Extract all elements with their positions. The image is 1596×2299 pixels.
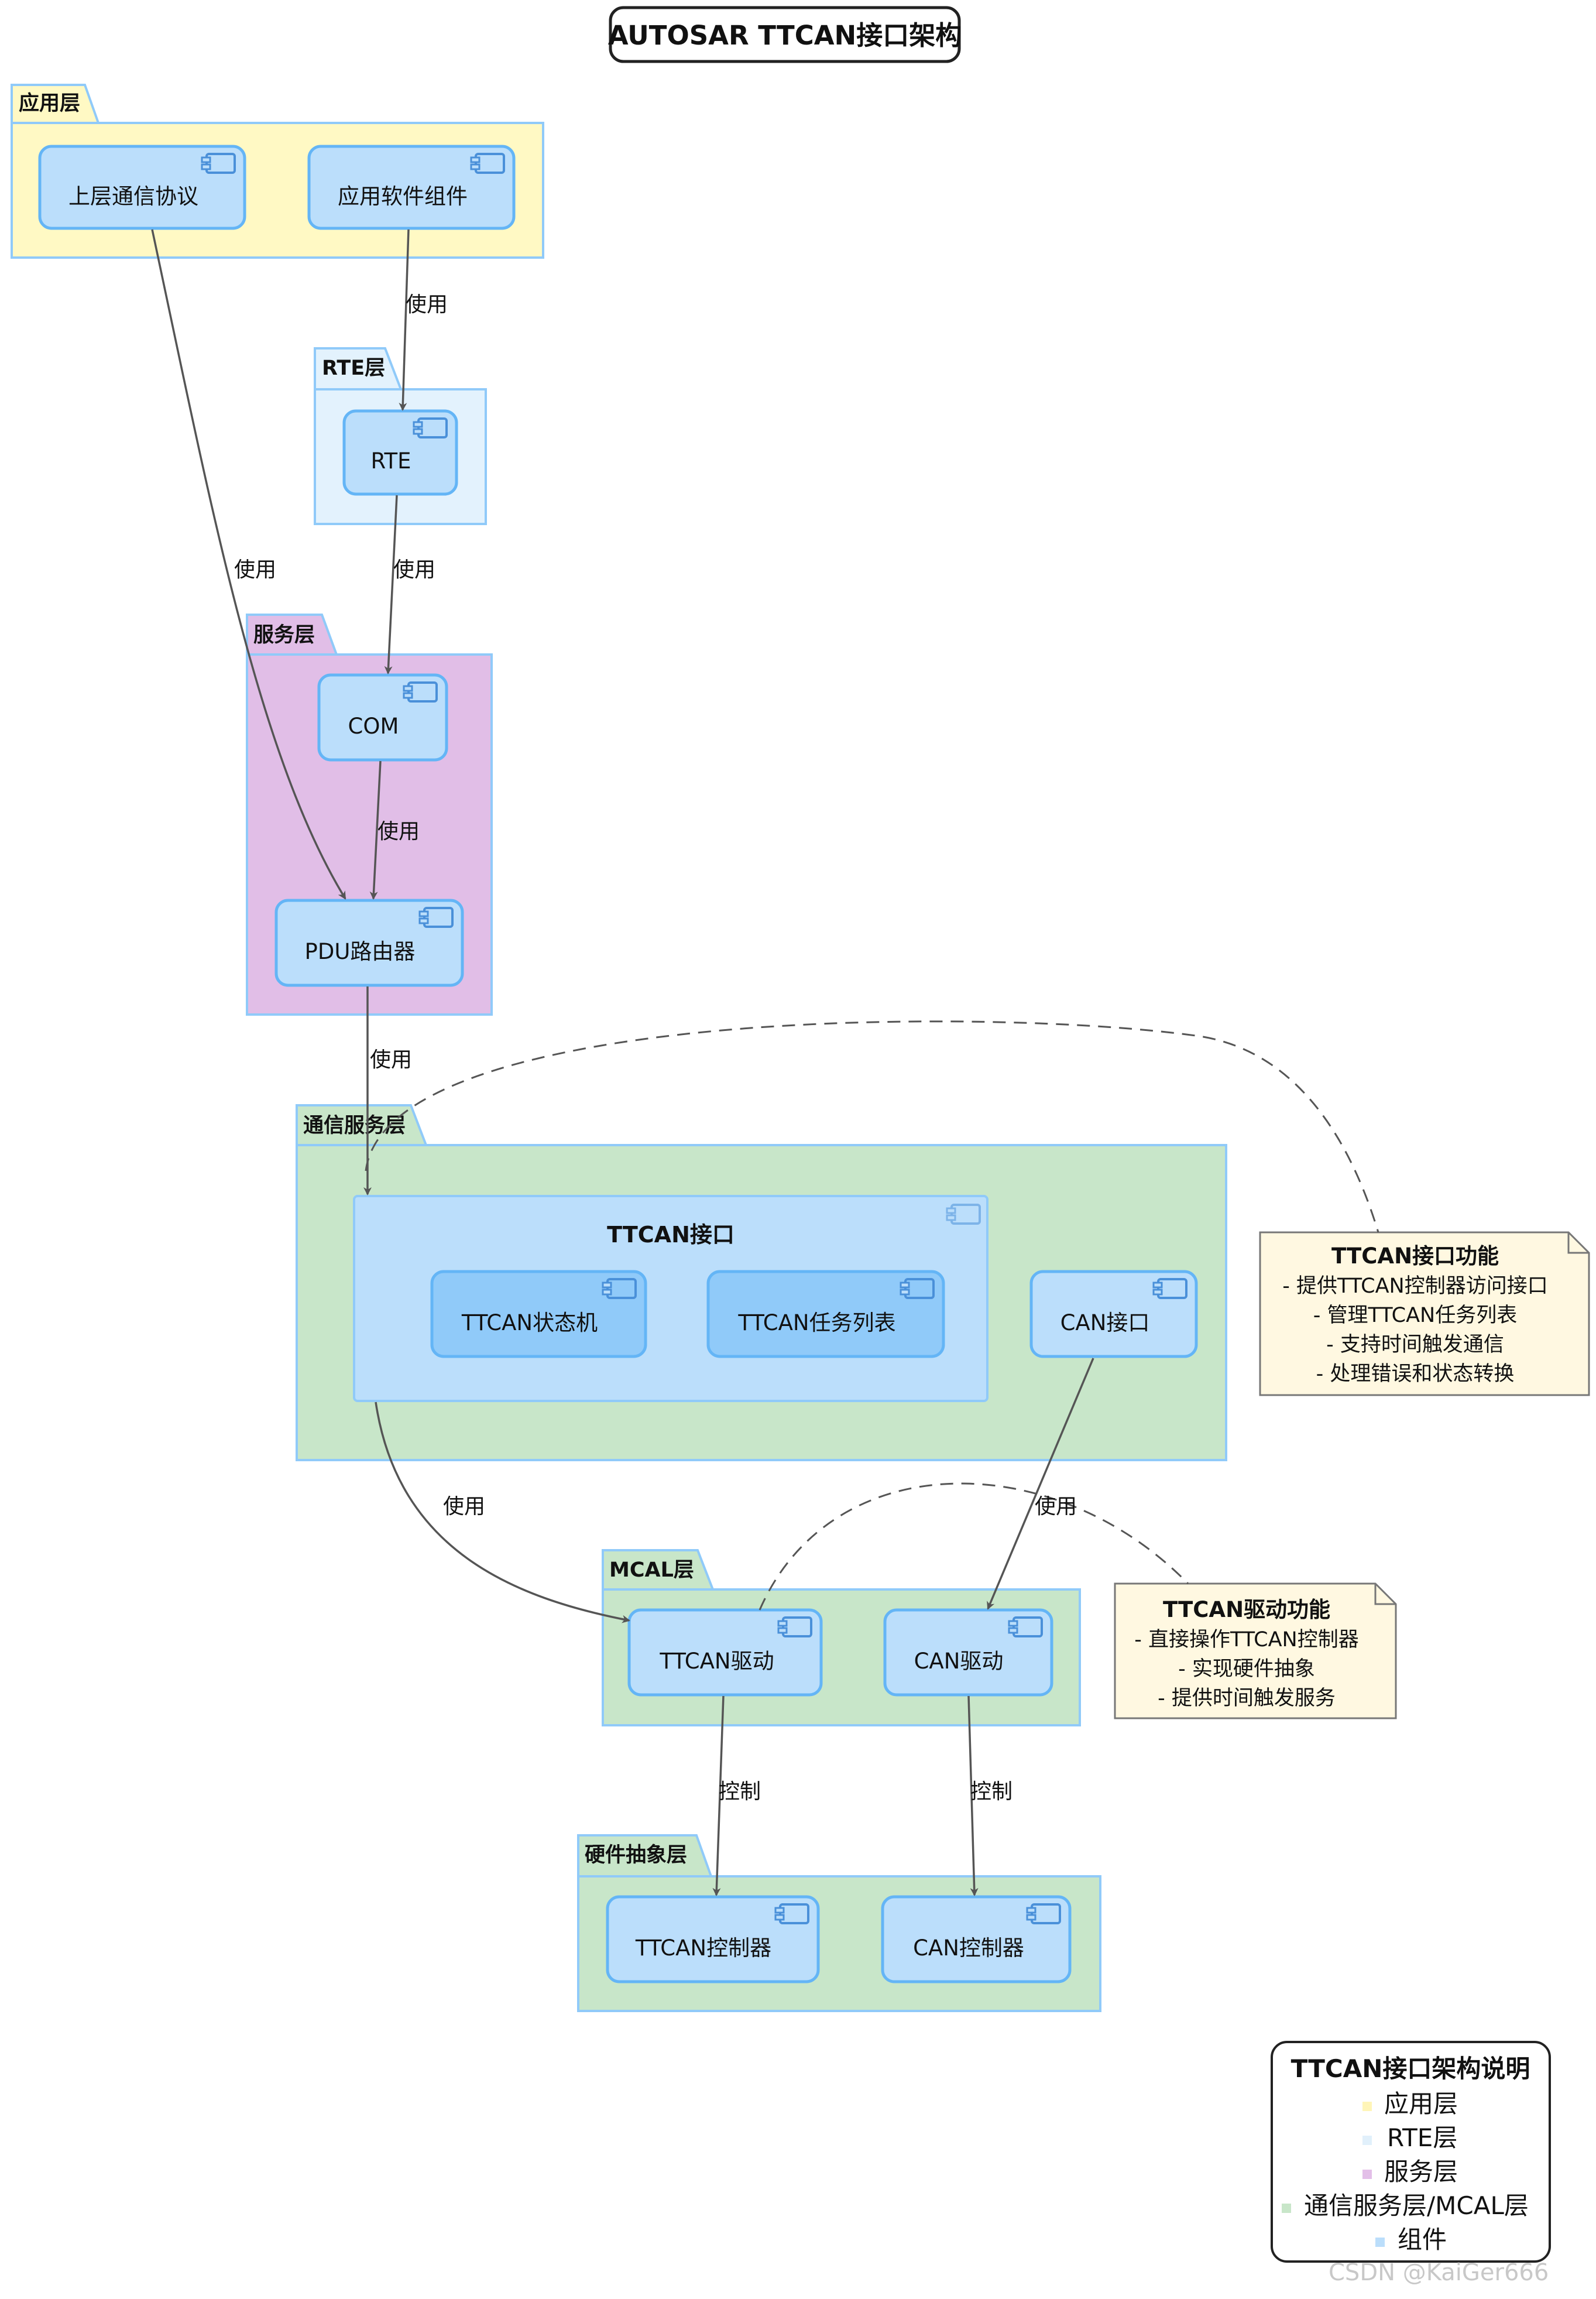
svg-text:通信服务层/MCAL层: 通信服务层/MCAL层 [1304, 2191, 1529, 2220]
svg-text:PDU路由器: PDU路由器 [305, 939, 416, 964]
legend-title: TTCAN接口架构说明 [1291, 2054, 1530, 2083]
svg-text:应用层: 应用层 [1384, 2089, 1458, 2118]
component-ttcan-controller: TTCAN控制器 [606, 1895, 820, 1983]
package-label-rte: RTE层 [322, 357, 385, 380]
edge-ttcan-drv-to-ttcan-ctrl [712, 1695, 725, 1896]
legend-item: 通信服务层/MCAL层 [1282, 2191, 1529, 2220]
svg-text:RTE层: RTE层 [1387, 2123, 1457, 2152]
component-ttcan-driver: TTCAN驱动 [627, 1608, 823, 1697]
edge-label-use: 使用 [443, 1495, 485, 1519]
svg-text:- 提供时间触发服务: - 提供时间触发服务 [1158, 1687, 1336, 1710]
legend-item: 服务层 [1362, 2157, 1458, 2186]
component-pdu-router: PDU路由器 [274, 899, 464, 987]
svg-text:上层通信协议: 上层通信协议 [68, 184, 198, 209]
svg-text:COM: COM [348, 714, 399, 739]
edge-ttcan-if-to-ttcan-drv [375, 1402, 630, 1623]
component-com: COM [317, 673, 448, 762]
package-label-app: 应用层 [19, 91, 80, 115]
edge-label-use: 使用 [1035, 1495, 1077, 1519]
edge-upper-protocol-to-pdur [151, 229, 346, 900]
edge-rte-to-com [384, 495, 398, 674]
package-label-hw: 硬件抽象层 [585, 1844, 687, 1867]
svg-text:TTCAN控制器: TTCAN控制器 [635, 1935, 771, 1961]
package-label-mcal: MCAL层 [609, 1558, 694, 1582]
diagram-title: AUTOSAR TTCAN接口架构 [608, 6, 962, 63]
edge-label-control: 控制 [970, 1780, 1012, 1804]
edge-can-drv-to-can-ctrl [967, 1695, 979, 1896]
svg-text:CAN控制器: CAN控制器 [913, 1935, 1024, 1961]
legend-swatch [1282, 2204, 1291, 2213]
edge-com-to-pdur [369, 760, 382, 900]
svg-text:TTCAN状态机: TTCAN状态机 [461, 1310, 598, 1335]
legend-swatch [1362, 2102, 1372, 2111]
svg-text:TTCAN驱动功能: TTCAN驱动功能 [1163, 1597, 1330, 1622]
edge-label-use: 使用 [234, 558, 276, 582]
svg-text:TTCAN接口功能: TTCAN接口功能 [1331, 1243, 1499, 1269]
note-ttcan-interface-functions: TTCAN接口功能 - 提供TTCAN控制器访问接口 - 管理TTCAN任务列表… [1259, 1231, 1590, 1396]
legend-swatch [1362, 2136, 1372, 2145]
component-can-driver: CAN驱动 [883, 1608, 1053, 1697]
svg-text:- 管理TTCAN任务列表: - 管理TTCAN任务列表 [1313, 1304, 1517, 1327]
edge-label-use: 使用 [406, 293, 448, 317]
package-label-service: 服务层 [253, 623, 315, 647]
svg-text:- 支持时间触发通信: - 支持时间触发通信 [1326, 1333, 1504, 1356]
svg-text:应用软件组件: 应用软件组件 [338, 184, 468, 209]
component-app-swc: 应用软件组件 [307, 145, 516, 230]
note-connector-driver [758, 1482, 1189, 1611]
component-upper-protocol: 上层通信协议 [38, 145, 246, 230]
legend-swatch [1375, 2238, 1385, 2247]
svg-text:TTCAN接口: TTCAN接口 [607, 1222, 734, 1248]
note-ttcan-driver-functions: TTCAN驱动功能 - 直接操作TTCAN控制器 - 实现硬件抽象 - 提供时间… [1114, 1582, 1397, 1719]
legend-item: 应用层 [1362, 2089, 1458, 2118]
edge-label-use: 使用 [377, 820, 420, 844]
component-ttcan-state-machine: TTCAN状态机 [430, 1270, 647, 1358]
legend-item: 组件 [1375, 2225, 1447, 2254]
component-can-controller: CAN控制器 [881, 1895, 1072, 1983]
edge-can-if-to-can-drv [987, 1358, 1094, 1610]
component-rte: RTE [342, 409, 458, 496]
edge-app-swc-to-rte [399, 229, 410, 411]
svg-text:RTE: RTE [371, 448, 411, 474]
svg-text:TTCAN驱动: TTCAN驱动 [659, 1649, 774, 1674]
legend: TTCAN接口架构说明 应用层 RTE层 服务层 通信服务层/MCAL层 组件 [1271, 2041, 1551, 2263]
legend-item: RTE层 [1362, 2123, 1457, 2152]
svg-text:- 直接操作TTCAN控制器: - 直接操作TTCAN控制器 [1134, 1628, 1358, 1652]
svg-text:- 处理错误和状态转换: - 处理错误和状态转换 [1316, 1362, 1515, 1386]
svg-text:组件: 组件 [1398, 2225, 1447, 2254]
watermark: CSDN @KaiGer666 [1329, 2259, 1549, 2286]
svg-text:- 提供TTCAN控制器访问接口: - 提供TTCAN控制器访问接口 [1282, 1274, 1547, 1298]
svg-text:服务层: 服务层 [1384, 2157, 1458, 2186]
edge-label-use: 使用 [393, 558, 435, 582]
svg-text:AUTOSAR TTCAN接口架构: AUTOSAR TTCAN接口架构 [608, 20, 962, 51]
edge-label-use: 使用 [370, 1048, 412, 1072]
note-connector-interface [365, 1020, 1379, 1233]
svg-text:CAN驱动: CAN驱动 [914, 1649, 1004, 1674]
svg-text:TTCAN任务列表: TTCAN任务列表 [737, 1310, 895, 1335]
legend-swatch [1362, 2170, 1372, 2179]
edge-label-control: 控制 [719, 1780, 761, 1804]
svg-text:CAN接口: CAN接口 [1060, 1310, 1150, 1335]
component-ttcan-task-list: TTCAN任务列表 [706, 1270, 945, 1358]
component-can-interface: CAN接口 [1029, 1270, 1198, 1358]
svg-text:- 实现硬件抽象: - 实现硬件抽象 [1178, 1657, 1315, 1681]
